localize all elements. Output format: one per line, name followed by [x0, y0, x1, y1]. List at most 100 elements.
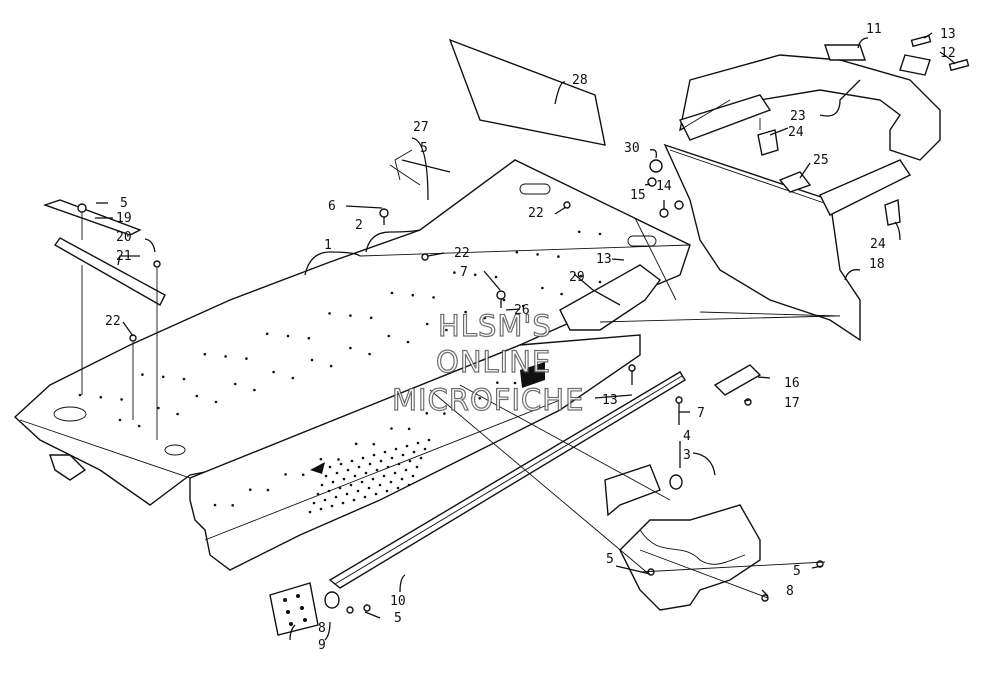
rivet-dot — [203, 352, 207, 356]
taillight-housing — [520, 264, 661, 388]
rivet-dot — [323, 498, 327, 502]
rivet-dot — [387, 334, 391, 338]
rear-strip-parts — [42, 199, 166, 306]
rivet-dot — [560, 292, 563, 296]
rivet-dot — [371, 477, 375, 481]
rivet-dot — [312, 501, 316, 505]
rivet-dot — [356, 489, 360, 493]
rivet-dot — [541, 286, 544, 290]
rivet-dot — [361, 456, 365, 460]
rivet-dot — [496, 381, 499, 384]
rivet-dot — [231, 504, 234, 507]
rivet-dot — [390, 456, 394, 460]
rivet-dot — [374, 492, 378, 496]
rivet-dot — [432, 296, 435, 299]
callout-13-c: 13 — [602, 393, 618, 408]
rivet-dot — [372, 442, 376, 446]
rivet-dot — [265, 332, 269, 336]
rivet-dot — [310, 358, 314, 362]
callout-7-a: 7 — [460, 265, 468, 280]
rivet-dot — [213, 503, 217, 507]
callout-12: 12 — [940, 46, 956, 61]
callout-21: 21 — [116, 249, 132, 264]
rivet-dot — [425, 411, 429, 415]
rivet-dot — [407, 483, 411, 487]
leader-lines — [81, 32, 956, 641]
rivet-dot — [389, 480, 393, 484]
rivet-dot — [407, 427, 411, 431]
rivet-dot — [419, 456, 423, 460]
rivet-dot — [307, 336, 311, 340]
rivet-dot — [406, 340, 410, 344]
rivet-dot — [327, 489, 331, 493]
bracket-assembly — [604, 464, 761, 611]
callout-1: 1 — [324, 238, 332, 253]
rivet-dot — [248, 488, 252, 492]
callout-13-b: 13 — [596, 252, 612, 267]
rivet-dot — [339, 462, 343, 466]
watermark-line-1: HLSM'S — [438, 309, 552, 343]
rivet-dot — [515, 250, 519, 254]
rivet-dot — [598, 280, 602, 284]
callout-7-b: 7 — [697, 406, 705, 421]
callout-8-a: 8 — [318, 621, 326, 636]
rivet-dot — [334, 495, 338, 499]
callout-15: 15 — [630, 188, 646, 203]
callout-22-b: 22 — [454, 246, 470, 261]
callout-25: 25 — [813, 153, 829, 168]
rivet-dot — [369, 316, 373, 320]
callout-labels: 1 2 3 4 5 5 5 5 5 6 7 7 8 8 9 10 11 12 1… — [105, 22, 956, 653]
rivet-dot — [176, 412, 179, 416]
callout-28: 28 — [572, 73, 588, 88]
callout-19: 19 — [116, 211, 132, 226]
rivet-dot — [195, 394, 199, 398]
rivet-dot — [233, 382, 237, 386]
rivet-dot — [396, 486, 400, 490]
rivet-dot — [412, 450, 416, 454]
rivet-dot — [411, 293, 415, 297]
rivet-dot — [352, 498, 356, 502]
rivet-dot — [341, 501, 345, 505]
rear-bumper-assembly — [663, 44, 941, 342]
rivet-dot — [161, 375, 165, 379]
rivet-dot — [363, 495, 367, 499]
rivet-dot — [137, 424, 141, 428]
rivet-dot — [266, 488, 270, 492]
rivet-dot — [393, 471, 397, 475]
rivet-dot — [316, 492, 320, 496]
callout-8-b: 8 — [786, 584, 794, 599]
callout-16: 16 — [784, 376, 800, 391]
rivet-dot — [557, 255, 560, 258]
rivet-dot — [272, 370, 275, 374]
rivet-dot — [357, 465, 361, 469]
rivet-dot — [378, 483, 382, 487]
callout-13-a: 13 — [940, 27, 956, 42]
rivet-dot — [308, 510, 312, 514]
callout-5-c: 5 — [606, 552, 614, 567]
rivet-dot — [513, 381, 517, 385]
rivet-dot — [329, 364, 333, 368]
callout-26: 26 — [514, 303, 530, 318]
rivet-dot — [328, 465, 332, 469]
rivet-dot — [301, 473, 305, 477]
callout-29: 29 — [569, 270, 585, 285]
callout-10: 10 — [390, 594, 406, 609]
rivet-dot — [390, 427, 393, 430]
rivet-dot — [331, 480, 335, 484]
callout-22-a: 22 — [105, 314, 121, 329]
rivet-dot — [494, 275, 498, 279]
rivet-dot — [330, 504, 334, 508]
rivet-dot — [427, 438, 431, 442]
rivet-dot — [319, 457, 323, 461]
rivet-dot — [368, 462, 372, 466]
rivet-dot — [349, 314, 352, 317]
rivet-dot — [411, 474, 415, 478]
rivet-dot — [464, 310, 467, 314]
rivet-dot — [415, 465, 419, 469]
rivet-dot — [598, 232, 602, 236]
watermark: HLSM'S ONLINE MICROFICHE — [391, 308, 584, 417]
rivet-dot — [400, 477, 404, 481]
rivet-dot — [521, 304, 525, 308]
rivet-dot — [383, 450, 387, 454]
